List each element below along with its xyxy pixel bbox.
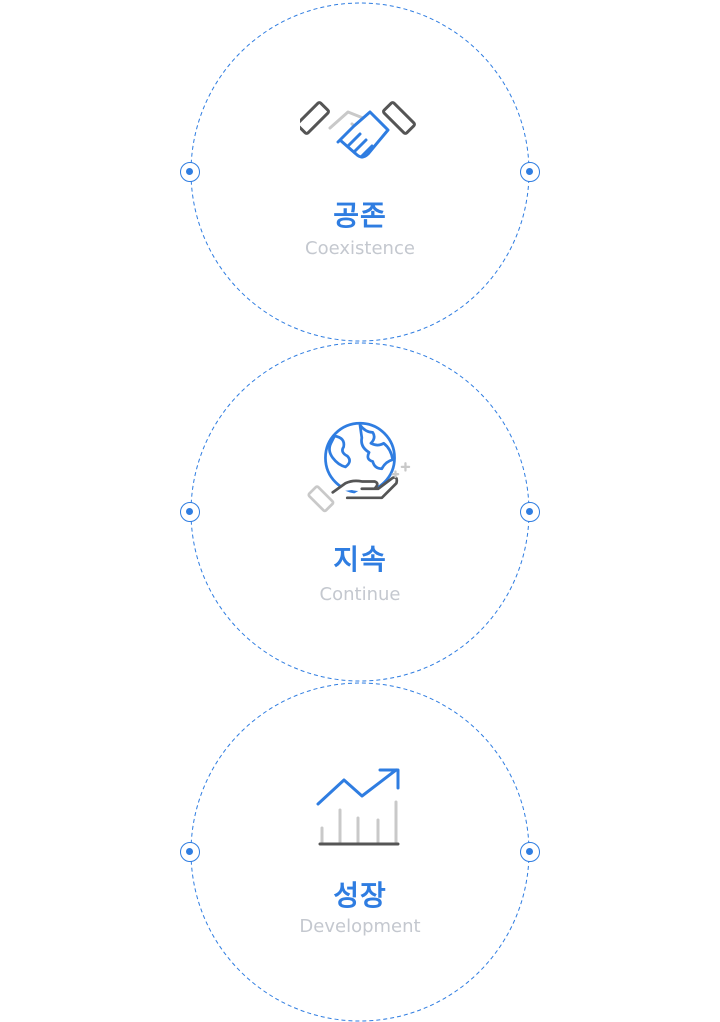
value-circle-coexistence: 공존 Coexistence [180, 2, 540, 342]
value-title: 성장 [333, 879, 387, 912]
value-subtitle: Development [299, 916, 421, 937]
value-title: 지속 [333, 543, 387, 576]
value-subtitle: Continue [319, 584, 401, 605]
ring-marker-right [520, 842, 540, 862]
value-subtitle: Coexistence [305, 238, 415, 259]
value-circle-continue: 지속 Continue [180, 342, 540, 682]
value-title: 공존 [333, 199, 387, 232]
globe-in-hand-icon [307, 421, 411, 513]
growth-chart-icon [316, 768, 400, 846]
ring-marker-left [180, 502, 200, 522]
ring-marker-left [180, 842, 200, 862]
value-circle-development: 성장 Development [180, 682, 540, 1022]
ring-marker-right [520, 502, 540, 522]
ring-marker-right [520, 162, 540, 182]
ring-marker-left [180, 162, 200, 182]
handshake-icon [300, 101, 416, 159]
